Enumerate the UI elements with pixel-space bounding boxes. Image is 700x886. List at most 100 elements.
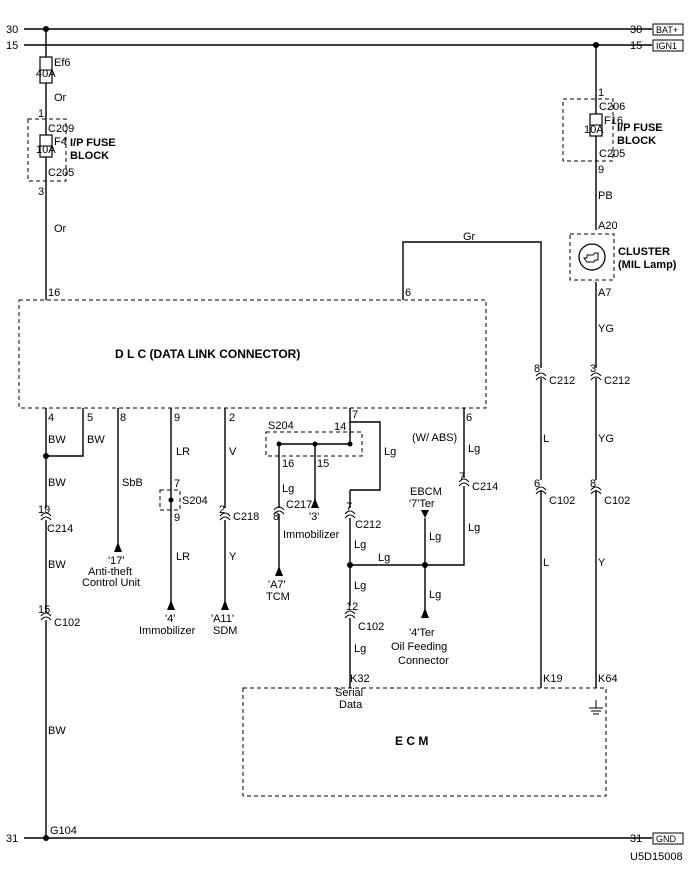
svg-text:Lg: Lg (354, 643, 366, 655)
svg-text:C218: C218 (233, 511, 259, 523)
abs-branch: (W/ ABS) Lg 7 C214 Lg Lg EBCM '7'Ter Lg … (350, 408, 498, 667)
svg-text:YG: YG (598, 323, 614, 335)
svg-text:(W/ ABS): (W/ ABS) (412, 432, 457, 444)
svg-text:Lg: Lg (378, 552, 390, 564)
svg-text:C209: C209 (48, 123, 74, 135)
svg-text:8: 8 (534, 363, 540, 375)
svg-text:BW: BW (48, 434, 66, 446)
svg-text:BW: BW (87, 434, 105, 446)
svg-text:15: 15 (6, 40, 18, 52)
svg-text:Gr: Gr (463, 231, 476, 243)
diagram-code: U5D15008 (630, 851, 683, 863)
svg-text:BW: BW (48, 725, 66, 737)
v-wire: V 2 C218 Y 'A11' SDM (211, 408, 259, 637)
svg-text:C217: C217 (286, 499, 312, 511)
svg-text:LR: LR (176, 446, 190, 458)
svg-text:L: L (543, 557, 549, 569)
bat-tag: BAT+ (656, 25, 678, 35)
lr-wire: LR 7 S204 9 LR '4' Immobilizer (139, 408, 208, 637)
svg-text:Lg: Lg (429, 531, 441, 543)
svg-text:Lg: Lg (468, 522, 480, 534)
svg-text:CLUSTER: CLUSTER (618, 246, 670, 258)
svg-text:9: 9 (598, 164, 604, 176)
svg-text:'7'Ter: '7'Ter (409, 498, 435, 510)
svg-text:10A: 10A (584, 124, 604, 136)
svg-text:F4: F4 (54, 136, 67, 148)
svg-text:C206: C206 (599, 101, 625, 113)
arrow-icon (311, 498, 319, 508)
ecm-box (242, 687, 607, 797)
svg-text:C102: C102 (358, 621, 384, 633)
svg-text:C102: C102 (54, 617, 80, 629)
serial-data-line1: Serial (335, 687, 363, 699)
svg-text:6: 6 (466, 412, 472, 424)
svg-text:'A11': 'A11' (211, 613, 234, 625)
svg-text:7: 7 (346, 501, 352, 513)
svg-text:8: 8 (120, 412, 126, 424)
bw-wire: BW BW BW 19 C214 BW 15 C102 BW G104 (38, 408, 105, 838)
ign-rail: 15 15 IGN1 (6, 39, 684, 52)
serial-data-line2: Data (339, 699, 363, 711)
svg-text:C214: C214 (472, 481, 498, 493)
svg-text:A20: A20 (598, 220, 618, 232)
svg-text:S204: S204 (268, 420, 294, 432)
svg-text:K64: K64 (598, 673, 618, 685)
left-power-branch: Ef6 40A Or 1 C209 F4 10A C205 3 I/P FUSE… (27, 29, 116, 300)
svg-text:9: 9 (174, 412, 180, 424)
svg-text:'A7': 'A7' (268, 579, 286, 591)
arrow-icon (421, 608, 429, 618)
svg-text:Y: Y (229, 551, 237, 563)
svg-text:6: 6 (405, 287, 411, 299)
svg-text:7: 7 (459, 471, 465, 483)
svg-text:1: 1 (38, 108, 44, 120)
svg-text:8: 8 (273, 511, 279, 523)
svg-text:I/P FUSE: I/P FUSE (70, 137, 116, 149)
svg-text:V: V (229, 446, 237, 458)
svg-text:K19: K19 (543, 673, 563, 685)
svg-text:BW: BW (48, 477, 66, 489)
svg-text:BLOCK: BLOCK (70, 150, 109, 162)
svg-text:Lg: Lg (429, 589, 441, 601)
svg-text:K32: K32 (350, 673, 370, 685)
svg-text:8: 8 (590, 478, 596, 490)
svg-text:Lg: Lg (282, 483, 294, 495)
svg-text:3: 3 (590, 363, 596, 375)
svg-text:16: 16 (282, 458, 294, 470)
svg-text:30: 30 (630, 24, 642, 36)
svg-text:BW: BW (48, 559, 66, 571)
dlc-pins: 4 5 8 9 2 7 6 (48, 409, 472, 424)
svg-text:F16: F16 (604, 115, 623, 127)
dlc-label: D L C (DATA LINK CONNECTOR) (115, 347, 300, 361)
ign-tag: IGN1 (656, 41, 677, 51)
dlc-box (18, 299, 487, 409)
bat-rail: 30 30 BAT+ (6, 23, 684, 36)
svg-text:Immobilizer: Immobilizer (139, 625, 196, 637)
svg-text:SDM: SDM (213, 625, 237, 637)
svg-text:PB: PB (598, 190, 613, 202)
svg-text:Or: Or (54, 223, 67, 235)
svg-text:40A: 40A (36, 68, 56, 80)
svg-text:A7: A7 (598, 287, 611, 299)
svg-text:2: 2 (229, 412, 235, 424)
svg-text:'4'Ter: '4'Ter (409, 627, 435, 639)
arrow-icon (221, 600, 229, 610)
svg-text:TCM: TCM (266, 591, 290, 603)
svg-text:10A: 10A (36, 144, 56, 156)
svg-text:(MIL Lamp): (MIL Lamp) (618, 259, 677, 271)
svg-text:S204: S204 (182, 495, 208, 507)
svg-text:12: 12 (346, 601, 358, 613)
svg-text:'3': '3' (309, 511, 319, 523)
svg-text:Ef6: Ef6 (54, 57, 71, 69)
svg-text:C214: C214 (47, 523, 73, 535)
svg-text:BLOCK: BLOCK (617, 135, 656, 147)
svg-text:15: 15 (317, 458, 329, 470)
svg-text:SbB: SbB (122, 477, 143, 489)
svg-text:15: 15 (630, 40, 642, 52)
svg-text:6: 6 (534, 478, 540, 490)
svg-text:9: 9 (174, 512, 180, 524)
gnd-rail: 31 31 GND (6, 832, 684, 845)
svg-text:31: 31 (6, 833, 18, 845)
gnd-tag: GND (656, 834, 677, 844)
svg-text:C205: C205 (599, 148, 625, 160)
svg-text:Lg: Lg (354, 580, 366, 592)
